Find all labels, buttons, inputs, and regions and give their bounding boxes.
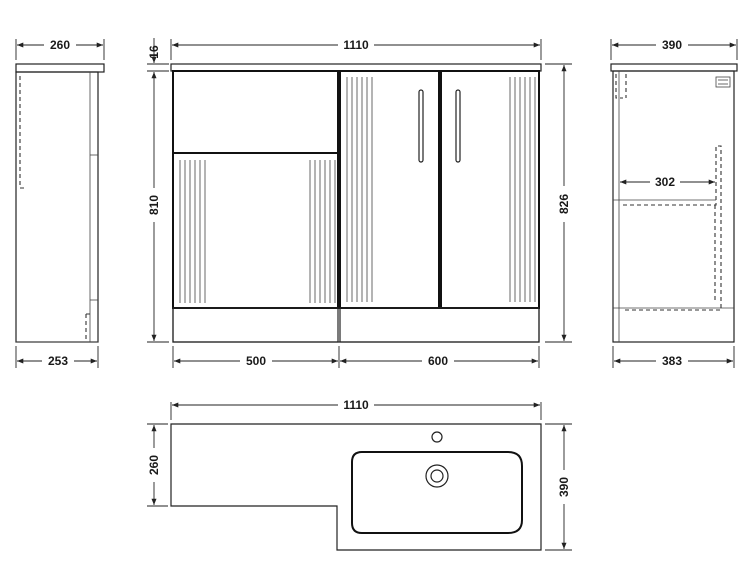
hinge-detail	[715, 76, 731, 88]
right-bottom-depth-label: 383	[662, 354, 682, 368]
left-top-depth-label: 260	[50, 38, 70, 52]
right-door-fluting	[346, 77, 536, 302]
front-height-right-label: 826	[557, 194, 571, 214]
left-unit-width-label: 500	[246, 354, 266, 368]
left-door-fluting	[179, 160, 336, 303]
left-bottom-depth-label: 253	[48, 354, 68, 368]
worktop-thickness-label: 16	[147, 45, 161, 59]
tap-hole	[431, 431, 443, 443]
door-handle-left	[418, 89, 424, 163]
door-handle-right	[455, 89, 461, 163]
front-carcass	[172, 70, 540, 343]
left-side-body	[15, 71, 99, 343]
left-side-view: 260 253	[15, 38, 105, 368]
plan-width-label: 1110	[343, 398, 369, 412]
plan-right-depth-label: 390	[557, 477, 571, 497]
right-door-left	[339, 70, 440, 309]
right-plinth	[339, 307, 540, 343]
waste-inner	[430, 469, 444, 483]
waste-outer	[425, 464, 449, 488]
plan-view: 1110 260 390	[147, 398, 572, 551]
right-side-worktop	[610, 63, 738, 72]
shelf-depth-label: 302	[655, 175, 675, 189]
right-unit-width-label: 600	[428, 354, 448, 368]
front-worktop	[170, 63, 542, 72]
basin-outline	[170, 423, 542, 551]
right-side-body	[612, 70, 735, 343]
drawer-panel	[172, 70, 339, 154]
front-width-label: 1110	[343, 38, 369, 52]
waste-pipe-outline	[623, 145, 722, 311]
right-side-view: 390 302 383	[610, 38, 738, 368]
left-door	[172, 152, 339, 309]
front-height-left-label: 810	[147, 195, 161, 215]
sink-bowl	[351, 451, 523, 534]
plan-left-depth-label: 260	[147, 455, 161, 475]
right-top-depth-label: 390	[662, 38, 682, 52]
left-side-worktop	[15, 63, 105, 73]
left-plinth	[172, 307, 339, 343]
front-view: 1110 16 810 826 500 600	[147, 38, 572, 368]
